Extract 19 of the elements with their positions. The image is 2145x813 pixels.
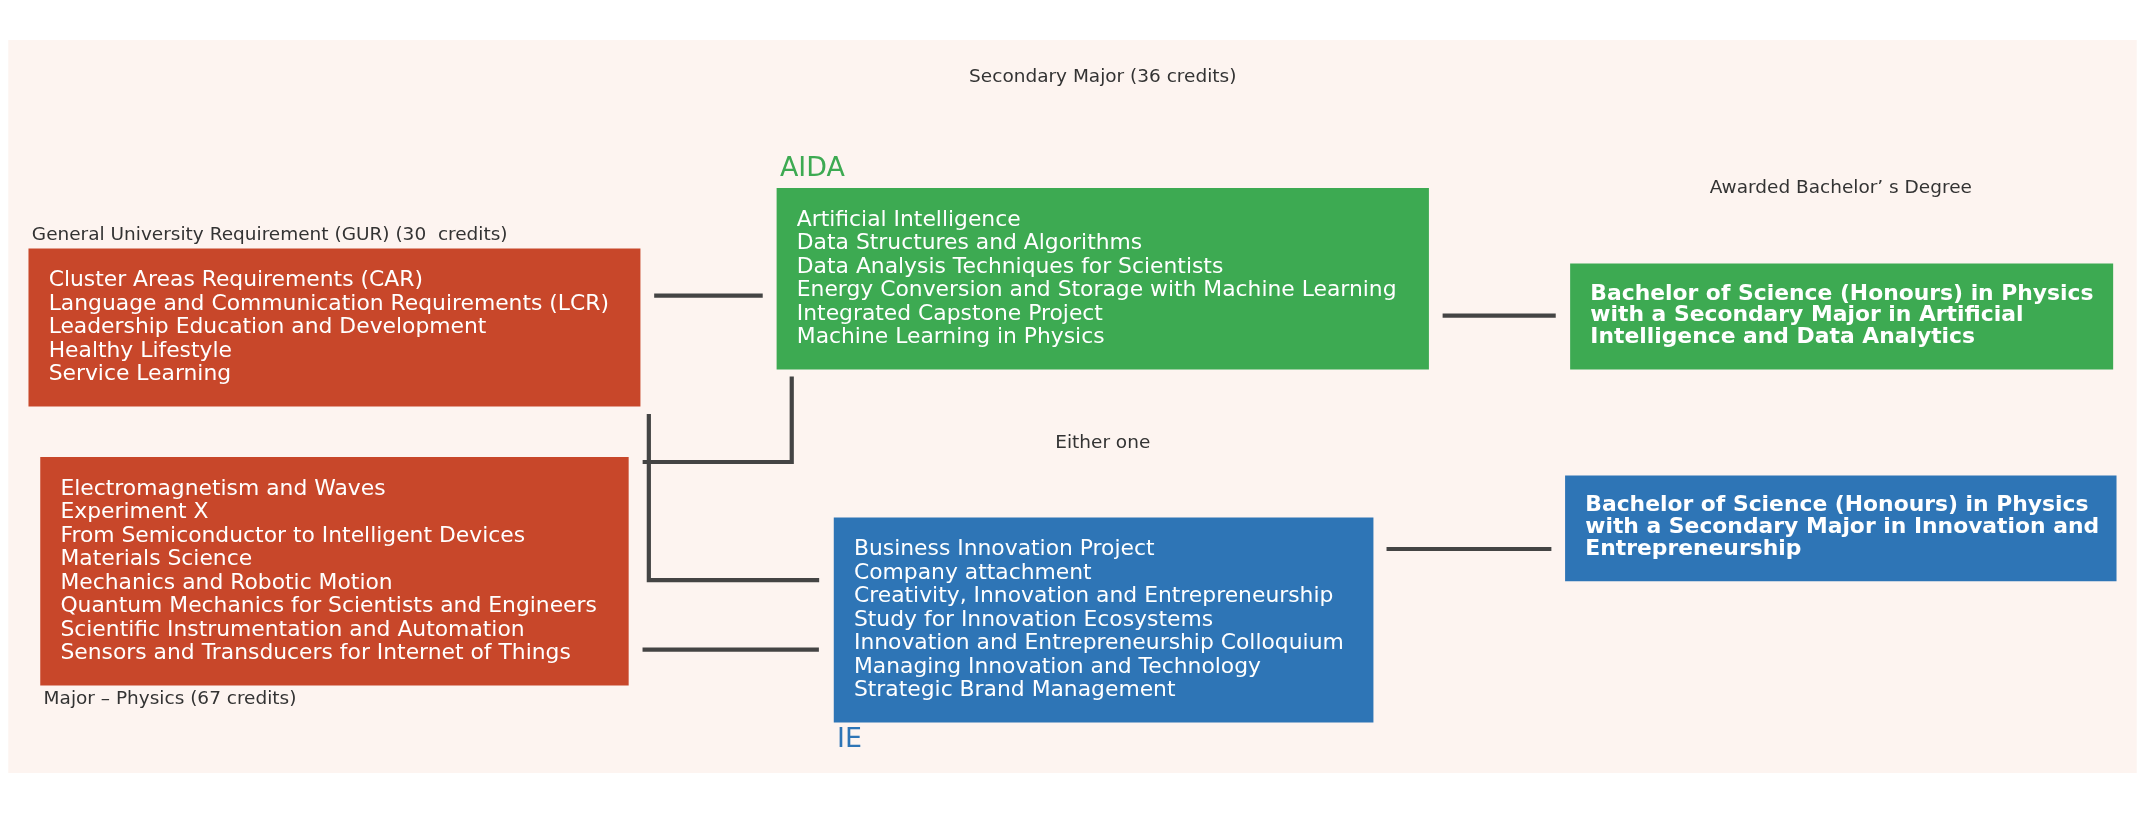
connector [1442, 313, 1556, 318]
node-box: Bachelor of Science (Honours) in Physics with a Secondary Major in Innovation and Entrepreneurship [1565, 475, 2117, 582]
label: Awarded Bachelor’ s Degree [1709, 175, 1972, 197]
label: Secondary Major (36 credits) [969, 64, 1237, 86]
node-label: General University Requirement (GUR) (30 credits) [31, 222, 508, 244]
label: Either one [1055, 431, 1151, 453]
node-box: Artificial Intelligence Data Structures and Algorithms Data Analysis Techniques for Scientists Energy Conversion and Storage with Machine Learning Integrated Capstone Project Machine Learning in Physics [776, 187, 1429, 370]
node-label: Major – Physics (67 credits) [43, 686, 297, 708]
node-box: Bachelor of Science (Honours) in Physics with a Secondary Major in Artificial Intelligence and Data Analytics [1570, 263, 2114, 370]
connector [646, 413, 820, 583]
node-box: Cluster Areas Requirements (CAR) Language and Communication Requirements (LCR) Leadership Education and Development Healthy Lifestyle Service Learning [28, 248, 641, 407]
connector [642, 376, 794, 465]
node-label: IE [837, 722, 863, 754]
node-box: Business Innovation Project Company attachment Creativity, Innovation and Entrepreneurship Study for Innovation Ecosystems Innovation and Entrepreneurship Colloquium Managing Innovation and Technology Strategic Brand Management [833, 517, 1374, 723]
node-box: Electromagnetism and Waves Experiment X From Semiconductor to Intelligent Devices Materials Science Mechanics and Robotic Motion Quantum Mechanics for Scientists and Engineers Scientific Instrumentation and Automation Sensors and Transducers for Internet of Things [40, 456, 629, 686]
connector [654, 293, 763, 298]
node-label: AIDA [779, 150, 845, 182]
connector [642, 647, 819, 652]
connector [1386, 546, 1552, 552]
